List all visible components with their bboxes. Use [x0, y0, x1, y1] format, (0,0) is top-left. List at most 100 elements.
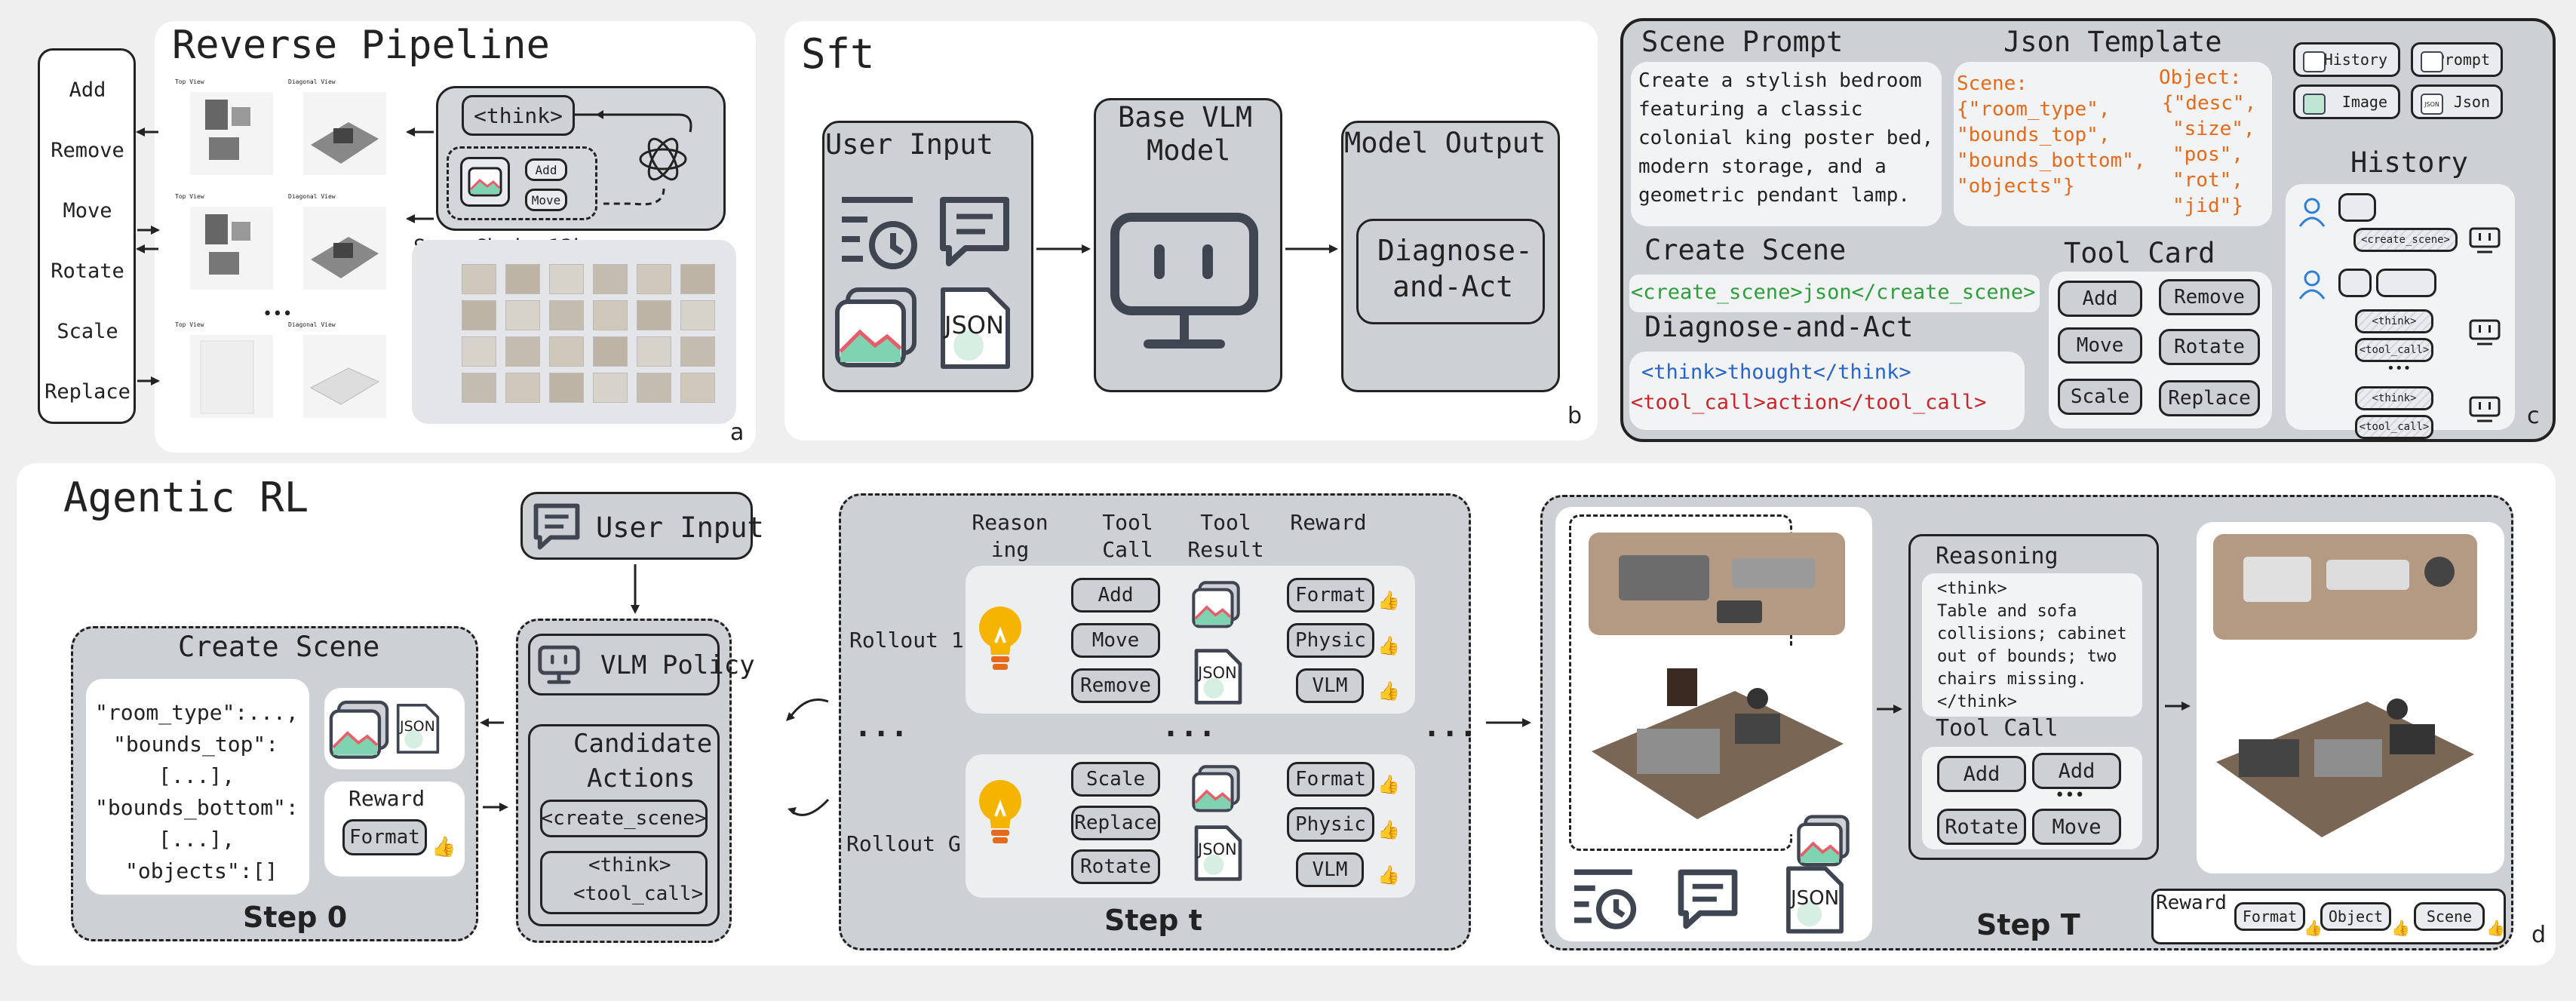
reward-physic: Physic — [1287, 807, 1374, 842]
reasoning-line: collisions; cabinet — [1937, 625, 2127, 643]
vlm-monitor-icon — [537, 645, 581, 685]
mini-move-button: Move — [525, 189, 567, 211]
reward-thumb-icon: 👍 — [1377, 864, 1400, 886]
scene-thumbnail — [190, 92, 273, 175]
legend-image: Image — [2293, 84, 2400, 119]
history-chip: <think> — [2355, 309, 2433, 333]
reward-thumb-icon: 👍 — [1377, 774, 1400, 795]
candidate-tool: <tool_call> — [573, 883, 704, 905]
reward-format: Format — [1287, 762, 1374, 797]
rg-json-result — [1193, 824, 1243, 883]
dataset-tile — [505, 336, 540, 367]
json-file-icon — [938, 285, 1012, 371]
dataset-tile — [549, 300, 584, 330]
dataset-tile — [637, 373, 671, 403]
step0-image-icon — [329, 700, 389, 760]
candidate-line1: Candidate — [573, 729, 713, 759]
user-avatar-icon — [2296, 196, 2328, 228]
scene-thumbnail — [190, 207, 273, 290]
scene-key-line: {"room_type", — [1957, 98, 2111, 121]
panel-a-arrows — [136, 110, 692, 385]
step-T-label: Step T — [1976, 908, 2080, 941]
panel-b-corner: b — [1567, 403, 1583, 429]
object-key-line: Object: — [2159, 66, 2242, 89]
reward-format: Format — [1287, 578, 1374, 613]
scene-prompt-title: Scene Prompt — [1641, 26, 1844, 58]
model-output-label: Model Output — [1344, 127, 1546, 159]
image-icon — [2303, 94, 2326, 115]
stepT-image-icon — [1797, 815, 1850, 867]
scene-key-line: "bounds_bottom", — [1957, 149, 2146, 172]
panel-c-corner: c — [2527, 403, 2540, 429]
operation-rotate: Rotate — [51, 259, 124, 283]
stepT-prompt-icon — [1675, 866, 1741, 932]
panel-b-title: Sft — [801, 30, 875, 78]
history-chip: <tool_call> — [2355, 338, 2433, 362]
reasoning-line: out of bounds; two — [1937, 647, 2117, 666]
dataset-tile — [505, 264, 540, 294]
tool-card-rotate: Rotate — [2159, 329, 2260, 365]
tool-card-title: Tool Card — [2064, 237, 2215, 269]
rl-user-input-label: User Input — [596, 511, 764, 544]
operation-remove: Remove — [51, 139, 124, 162]
step-t-label: Step t — [1104, 904, 1202, 937]
operation-list — [38, 48, 136, 424]
dataset-tile — [593, 300, 628, 330]
final-thumb-2: 👍 — [2391, 919, 2410, 937]
thumb-view-label: Top View — [175, 321, 204, 328]
step0-create-title: Create Scene — [178, 631, 380, 663]
dataset-tile — [680, 373, 715, 403]
tool-card-move: Move — [2058, 327, 2142, 364]
scene-json-line: "room_type":..., — [95, 700, 299, 725]
tool-code: <tool_call>action</tool_call> — [1631, 391, 1987, 414]
dataset-tile — [680, 336, 715, 367]
scene-json-line: "objects":[] — [125, 858, 278, 883]
object-key-line: "pos", — [2172, 143, 2243, 166]
final-thumb-1: 👍 — [2304, 919, 2323, 937]
thumbs-up-icon: 👍 — [431, 836, 456, 858]
scene-key-line: Scene: — [1957, 72, 2028, 95]
scene-prompt-line: geometric pendant lamp. — [1638, 184, 1911, 207]
history-chip: <think> — [2355, 386, 2433, 410]
scene-thumbnail — [303, 335, 386, 418]
monitor-icon — [1109, 211, 1260, 355]
reward-thumb-icon: 👍 — [1377, 635, 1400, 656]
operation-add: Add — [69, 78, 106, 102]
object-key-line: "size", — [2172, 118, 2255, 140]
reasoning-line: </think> — [1937, 692, 2017, 711]
scene-prompt-line: featuring a classic — [1638, 98, 1863, 121]
think-inner-dashed — [447, 146, 597, 220]
scene-json-line: [...], — [158, 827, 235, 852]
panel-a-corner: a — [730, 419, 745, 446]
image-icon-small — [460, 157, 510, 207]
step0-reward-label: Reward — [348, 786, 425, 811]
dataset-tile — [593, 373, 628, 403]
reasoning-line: chairs missing. — [1937, 670, 2087, 689]
scene-prompt-line: Create a stylish bedroom — [1638, 69, 1922, 92]
user-avatar-icon — [2296, 269, 2328, 300]
tool-card-add: Add — [2058, 281, 2142, 317]
history-dots: ••• — [2387, 361, 2412, 376]
legend-label: Json — [2453, 93, 2490, 111]
panel-d-title: Agentic RL — [63, 474, 309, 521]
dataset-tile — [549, 264, 584, 294]
operation-move: Move — [63, 199, 112, 223]
json-template-title: Json Template — [2003, 26, 2222, 58]
panel-d-corner: d — [2531, 922, 2547, 948]
stepT-json-icon — [1785, 864, 1845, 935]
rollout-tool-add: Add — [1071, 578, 1160, 613]
panel-a-title: Reverse Pipeline — [172, 23, 550, 68]
ellipsis-left: ... — [854, 709, 909, 744]
json-file-label: JSON — [944, 311, 1004, 339]
base-vlm-line1: Base VLM — [1118, 101, 1253, 134]
rl-prompt-icon — [531, 501, 582, 552]
thumb-view-label: Diagonal View — [288, 78, 336, 85]
history-prompt-chip — [2338, 193, 2376, 222]
history-chip: <tool_call> — [2355, 415, 2433, 439]
diagnose-line2: and-Act — [1392, 270, 1514, 303]
scene-thumbnail — [190, 335, 273, 418]
final-reward-label: Reward — [2156, 892, 2227, 914]
scene-before-diagonal-view — [1584, 646, 1850, 834]
